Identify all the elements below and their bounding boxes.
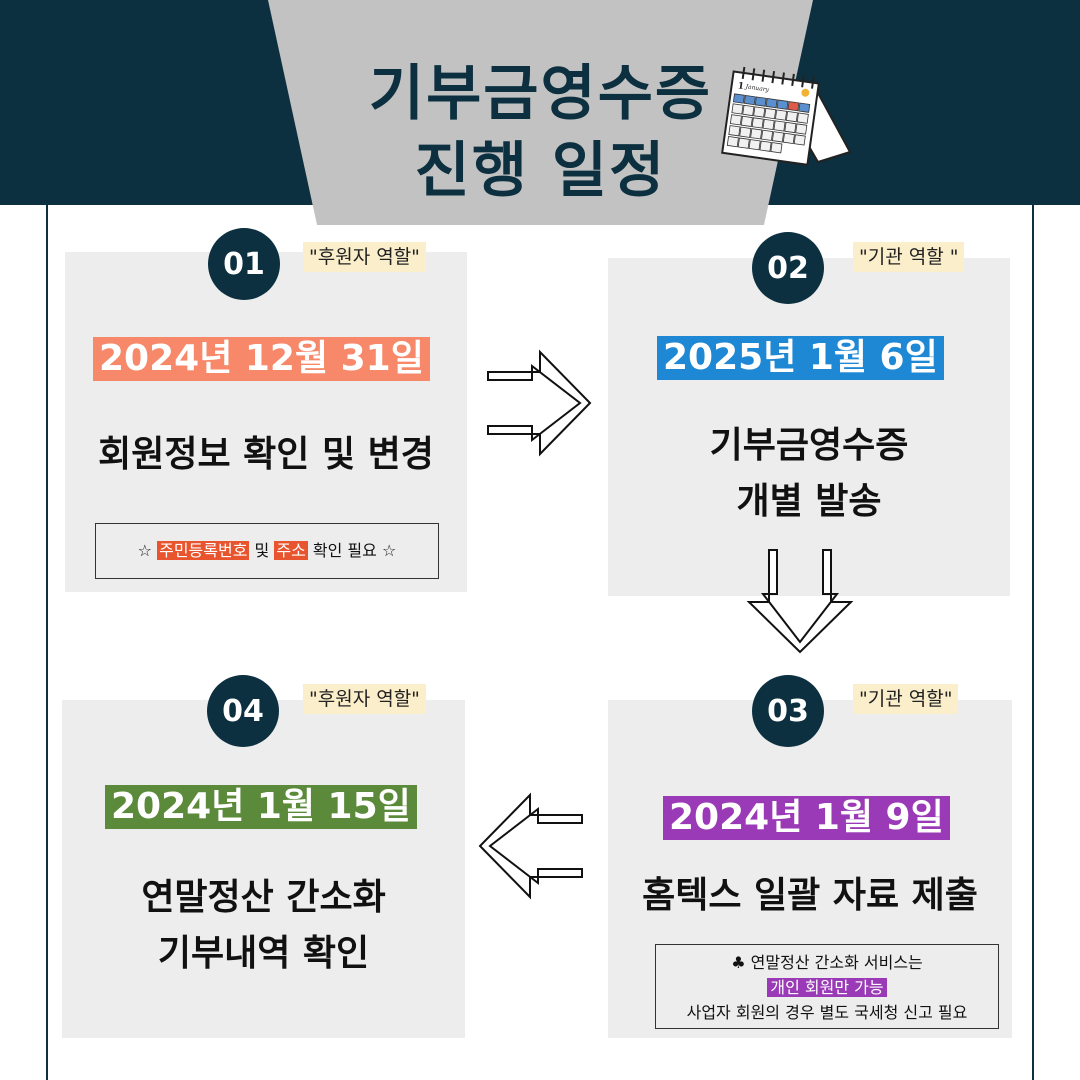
svg-text:1: 1: [737, 81, 745, 92]
step-number-badge-04: 04: [207, 675, 279, 747]
step-heading-04-line1: 연말정산 간소화: [141, 877, 386, 918]
step-heading-04: 연말정산 간소화 기부내역 확인: [62, 870, 465, 982]
step-date-04: 2024년 1월 15일: [105, 785, 417, 829]
step-card-02: [608, 258, 1010, 596]
step-date-02: 2025년 1월 6일: [657, 336, 944, 380]
page-title-line1: 기부금영수증: [368, 59, 713, 129]
step-note-03: ♣ 연말정산 간소화 서비스는 개인 회원만 가능 사업자 회원의 경우 별도 …: [655, 944, 999, 1029]
step-number-badge-03: 03: [752, 675, 824, 747]
page-title-line2: 진행 일정: [414, 136, 667, 206]
calendar-icon: 1 January: [721, 66, 852, 166]
role-label-04: "후원자 역할": [303, 684, 426, 714]
frame-line-right: [1032, 205, 1034, 1080]
note-mid-text: 및: [254, 541, 270, 560]
step-number-badge-02: 02: [752, 232, 824, 304]
step-date-03: 2024년 1월 9일: [663, 796, 950, 840]
calendar-month-label: January: [743, 83, 770, 94]
step-heading-01: 회원정보 확인 및 변경: [65, 427, 467, 483]
step-note-01: ☆ 주민등록번호 및 주소 확인 필요 ☆: [95, 523, 439, 579]
step-card-04: [62, 700, 465, 1038]
arrow-right-icon: [487, 349, 592, 457]
highlight-resident-number: 주민등록번호: [157, 541, 250, 560]
note-line-service: ♣ 연말정산 간소화 서비스는: [731, 953, 923, 972]
highlight-personal-only: 개인 회원만 가능: [767, 978, 887, 997]
arrow-down-icon: [746, 549, 854, 654]
note-suffix: 확인 필요 ☆: [312, 541, 397, 560]
step-heading-02-line1: 기부금영수증: [709, 425, 909, 466]
step-number-badge-01: 01: [208, 228, 280, 300]
step-heading-03-line1: 홈텍스 일괄 자료 제출: [642, 875, 978, 916]
step-heading-04-line2: 기부내역 확인: [157, 933, 370, 974]
step-heading-01-line1: 회원정보 확인 및 변경: [98, 434, 434, 475]
step-heading-03: 홈텍스 일괄 자료 제출: [608, 868, 1012, 924]
note-line-business: 사업자 회원의 경우 별도 국세청 신고 필요: [686, 1003, 968, 1022]
role-label-01: "후원자 역할": [303, 242, 426, 272]
title-panel: [268, 0, 813, 225]
note-star-prefix: ☆: [137, 541, 153, 560]
role-label-02: "기관 역할 ": [853, 242, 965, 272]
role-label-03: "기관 역할": [853, 684, 959, 714]
arrow-left-icon: [478, 792, 583, 900]
step-date-01: 2024년 12월 31일: [93, 337, 430, 381]
frame-line-left: [46, 205, 48, 1080]
step-heading-02: 기부금영수증 개별 발송: [608, 418, 1010, 530]
step-heading-02-line2: 개별 발송: [736, 481, 882, 522]
highlight-address: 주소: [274, 541, 308, 560]
